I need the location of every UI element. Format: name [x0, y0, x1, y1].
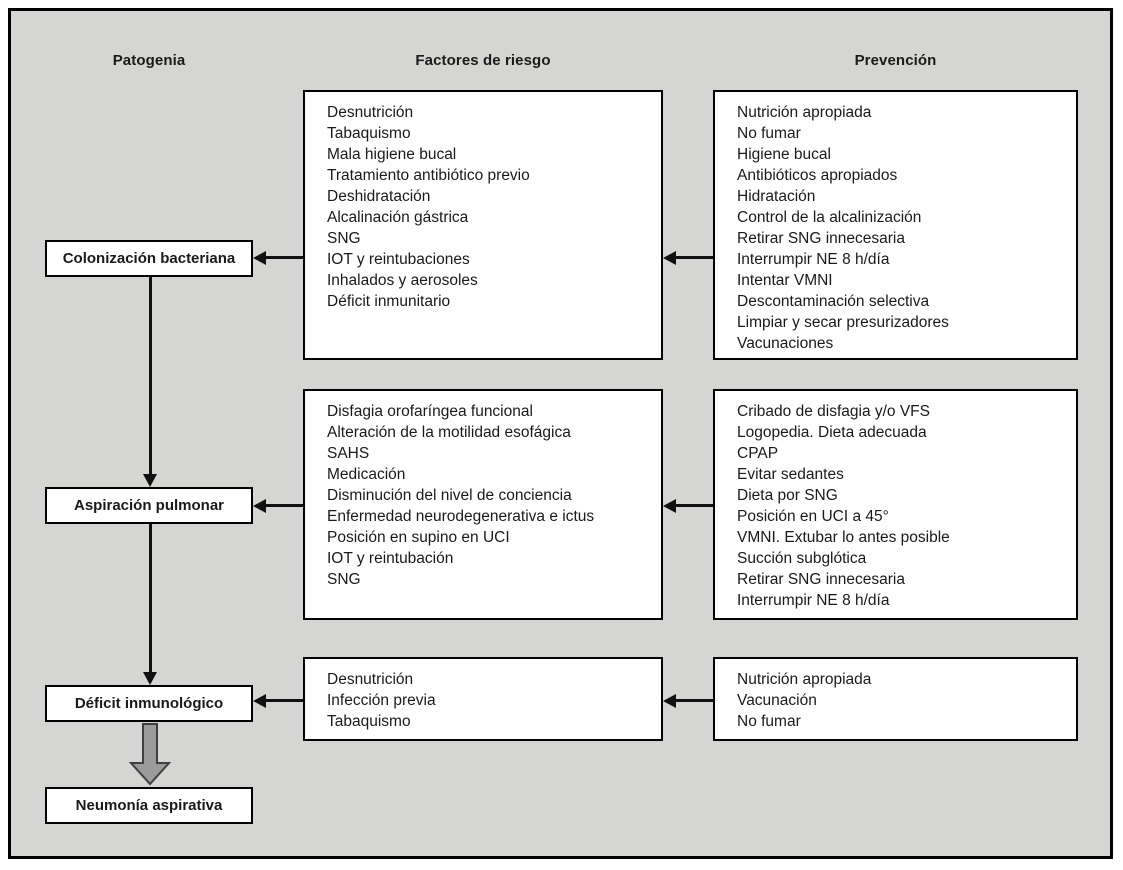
list-item: Interrumpir NE 8 h/día [737, 251, 890, 268]
arrow-stage2-to-stage3 [143, 524, 158, 685]
list-item: SNG [327, 230, 361, 247]
list-item: Tabaquismo [327, 713, 411, 730]
list-item: Infección previa [327, 692, 436, 709]
arrow-shaft [672, 504, 713, 507]
list-item: Limpiar y secar presurizadores [737, 314, 949, 331]
list-item: No fumar [737, 125, 801, 142]
list-item: Tratamiento antibiótico previo [327, 167, 530, 184]
list-item: Nutrición apropiada [737, 671, 872, 688]
arrow-head-left-icon [663, 694, 676, 708]
arrow-shaft [672, 256, 713, 259]
stage-label: Déficit inmunológico [74, 695, 224, 712]
list-item: Control de la alcalinización [737, 209, 922, 226]
list-item: Hidratación [737, 188, 816, 205]
list-item: VMNI. Extubar lo antes posible [737, 529, 950, 546]
list-item: Desnutrición [327, 671, 414, 688]
list-item: Antibióticos apropiados [737, 167, 898, 184]
arrow-head-down-icon [143, 672, 157, 685]
column-header-prevention: Prevención [854, 52, 937, 69]
list-item: Succión subglótica [737, 550, 867, 567]
column-header-risk-factors: Factores de riesgo [415, 52, 551, 69]
list-item: SAHS [327, 445, 370, 462]
stage-label: Neumonía aspirativa [75, 797, 223, 814]
list-item: IOT y reintubación [327, 550, 454, 567]
arrow-head-left-icon [253, 499, 266, 513]
prevention-box-2: Cribado de disfagia y/o VFS Logopedia. Di… [713, 389, 1078, 620]
list-item: Alcalinación gástrica [327, 209, 469, 226]
list-item: IOT y reintubaciones [327, 251, 470, 268]
list-item: Disfagia orofaríngea funcional [327, 403, 533, 420]
list-item: Alteración de la motilidad esofágica [327, 424, 571, 441]
stage-label: Colonización bacteriana [62, 250, 236, 267]
arrow-shaft [149, 524, 152, 675]
list-item: CPAP [737, 445, 779, 462]
list-item: Descontaminación selectiva [737, 293, 930, 310]
arrow-shaft [262, 699, 303, 702]
list-item: Retirar SNG innecesaria [737, 230, 905, 247]
arrow-head-down-icon [143, 474, 157, 487]
arrow-prev3-to-risk3 [663, 694, 713, 708]
list-item: Dieta por SNG [737, 487, 838, 504]
list-item: Tabaquismo [327, 125, 411, 142]
list-item: SNG [327, 571, 361, 588]
list-item: Inhalados y aerosoles [327, 272, 478, 289]
list-item: Enfermedad neurodegenerativa e ictus [327, 508, 595, 525]
list-item: Nutrición apropiada [737, 104, 872, 121]
list-item: Mala higiene bucal [327, 146, 457, 163]
arrow-shaft [262, 504, 303, 507]
arrow-shaft [672, 699, 713, 702]
list-item: Higiene bucal [737, 146, 831, 163]
arrow-risk1-to-stage1 [253, 251, 303, 265]
stage-box-bacterial-colonization: Colonización bacteriana [45, 240, 253, 277]
column-header-pathogenesis: Patogenia [112, 52, 186, 69]
arrow-shaft [149, 277, 152, 477]
arrow-prev2-to-risk2 [663, 499, 713, 513]
list-item: Interrumpir NE 8 h/día [737, 592, 890, 609]
list-item: Deshidratación [327, 188, 431, 205]
arrow-risk3-to-stage3 [253, 694, 303, 708]
arrow-head-left-icon [663, 499, 676, 513]
arrow-head-left-icon [253, 251, 266, 265]
arrow-stage1-to-stage2 [143, 277, 158, 487]
list-item: Logopedia. Dieta adecuada [737, 424, 927, 441]
list-item: Medicación [327, 466, 406, 483]
list-item: Posición en supino en UCI [327, 529, 510, 546]
arrow-shaft [262, 256, 303, 259]
arrow-head-left-icon [663, 251, 676, 265]
arrow-head-left-icon [253, 694, 266, 708]
stage-box-immune-deficit: Déficit inmunológico [45, 685, 253, 722]
list-item: Vacunación [737, 692, 817, 709]
list-item: Posición en UCI a 45° [737, 508, 889, 525]
arrow-risk2-to-stage2 [253, 499, 303, 513]
stage-box-aspiration-pneumonia: Neumonía aspirativa [45, 787, 253, 824]
list-item: Intentar VMNI [737, 272, 833, 289]
list-item: Cribado de disfagia y/o VFS [737, 403, 930, 420]
block-arrow-down-icon [128, 723, 172, 786]
stage-label: Aspiración pulmonar [73, 497, 225, 514]
list-item: Disminución del nivel de conciencia [327, 487, 572, 504]
list-item: No fumar [737, 713, 801, 730]
list-item: Retirar SNG innecesaria [737, 571, 905, 588]
list-item: Vacunaciones [737, 335, 834, 352]
list-item: Evitar sedantes [737, 466, 844, 483]
list-item: Déficit inmunitario [327, 293, 451, 310]
stage-box-pulmonary-aspiration: Aspiración pulmonar [45, 487, 253, 524]
arrow-prev1-to-risk1 [663, 251, 713, 265]
block-arrow-stage3-to-stage4 [128, 723, 172, 786]
list-item: Desnutrición [327, 104, 414, 121]
